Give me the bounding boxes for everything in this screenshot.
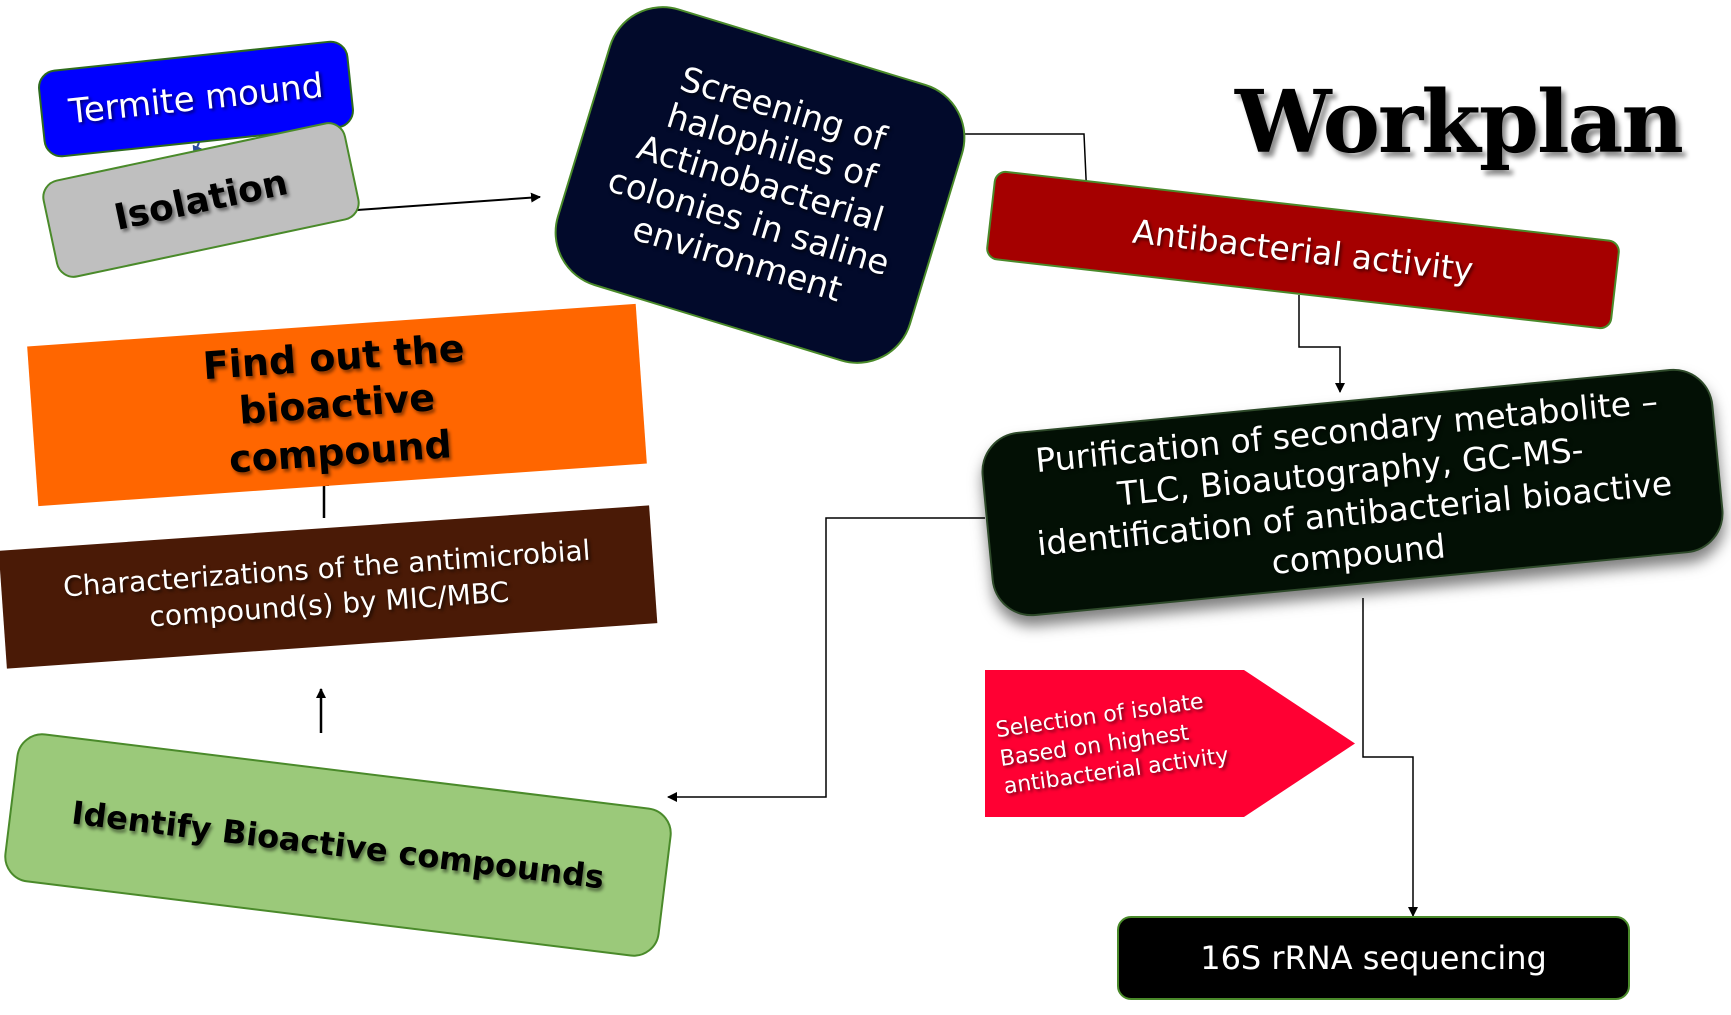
find-compound-label: Find out the bioactive compound xyxy=(201,325,466,482)
screening-label: Screening of halophiles of Actinobacteri… xyxy=(603,59,895,311)
edge-antibacterial-to-purification xyxy=(1298,295,1345,393)
diagram-title: Workplan xyxy=(1235,72,1684,173)
antibacterial-label: Antibacterial activity xyxy=(1130,211,1476,289)
sequencing-label: 16S rRNA sequencing xyxy=(1200,939,1547,977)
edge-purification-to-identify xyxy=(667,517,985,802)
identify-label: Identify Bioactive compounds xyxy=(69,793,607,897)
node-16s-sequencing: 16S rRNA sequencing xyxy=(1117,916,1630,1000)
isolation-label: Isolation xyxy=(110,161,292,239)
edge-purification-to-sequencing xyxy=(1362,598,1418,917)
edge-isolation-to-screening xyxy=(356,192,541,211)
termite-mound-label: Termite mound xyxy=(66,65,326,133)
selection-label: Selection of isolate Based on highest an… xyxy=(994,688,1231,800)
characterization-label: Characterizations of the antimicrobial c… xyxy=(61,533,592,634)
